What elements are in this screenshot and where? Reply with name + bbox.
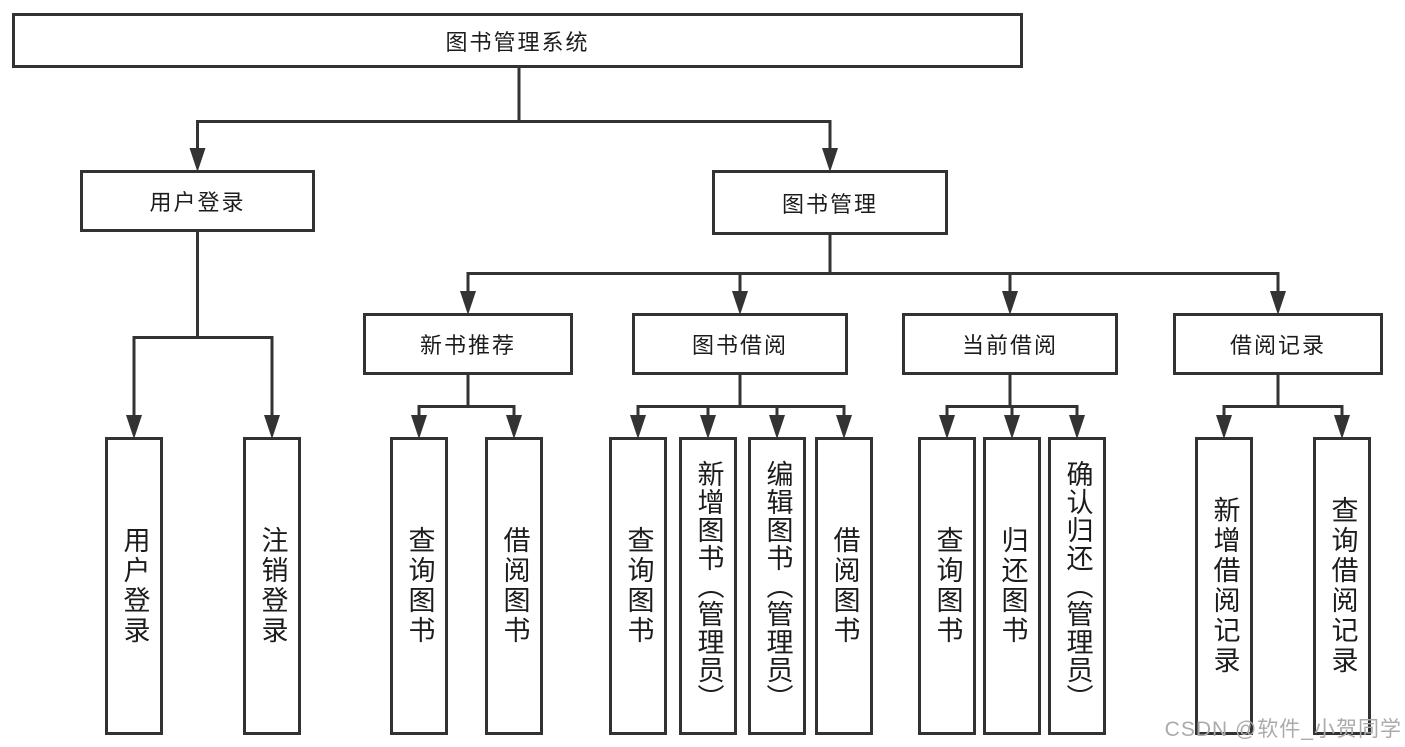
leaf-return-books: 归还图书 — [983, 437, 1041, 735]
leaf-add-books-admin: 新增图书（管理员） — [679, 437, 737, 735]
node-library-management-system: 图书管理系统 — [12, 13, 1023, 68]
leaf-label: 查询图书 — [932, 526, 963, 646]
leaf-user-login: 用户登录 — [105, 437, 163, 735]
node-user-login: 用户登录 — [80, 170, 315, 232]
leaf-label: 归还图书 — [997, 526, 1028, 646]
node-label: 用户登录 — [149, 190, 246, 215]
leaf-borrow-books-borrowing: 借阅图书 — [815, 437, 873, 735]
watermark: CSDN @软件_小贺同学 — [1164, 718, 1402, 741]
leaf-add-borrow-record: 新增借阅记录 — [1195, 437, 1253, 735]
leaf-label: 借阅图书 — [829, 526, 860, 646]
leaf-confirm-return-admin: 确认归还（管理员） — [1048, 437, 1106, 735]
leaf-label: 注销登录 — [257, 526, 288, 646]
node-book-borrowing: 图书借阅 — [632, 313, 848, 375]
node-current-borrowing: 当前借阅 — [902, 313, 1118, 375]
leaf-label: 查询借阅记录 — [1327, 496, 1358, 676]
leaf-label: 查询图书 — [404, 526, 435, 646]
leaf-query-borrow-record: 查询借阅记录 — [1313, 437, 1371, 735]
node-new-book-recommendation: 新书推荐 — [363, 313, 573, 375]
leaf-label: 新增借阅记录 — [1209, 496, 1240, 676]
leaf-query-books-current: 查询图书 — [918, 437, 976, 735]
node-label: 新书推荐 — [419, 333, 516, 358]
leaf-label: 确认归还（管理员） — [1062, 460, 1093, 712]
leaf-borrow-books-recommend: 借阅图书 — [485, 437, 543, 735]
leaf-label: 查询图书 — [623, 526, 654, 646]
node-borrowing-records: 借阅记录 — [1173, 313, 1383, 375]
leaf-label: 借阅图书 — [499, 526, 530, 646]
leaf-edit-books-admin: 编辑图书（管理员） — [748, 437, 806, 735]
leaf-label: 编辑图书（管理员） — [762, 460, 793, 712]
node-label: 图书管理 — [781, 191, 878, 217]
node-label: 借阅记录 — [1229, 333, 1326, 358]
node-label: 图书管理系统 — [445, 29, 590, 55]
node-book-management: 图书管理 — [712, 170, 948, 235]
leaf-label: 用户登录 — [119, 526, 150, 646]
leaf-query-books-borrowing: 查询图书 — [609, 437, 667, 735]
leaf-logout: 注销登录 — [243, 437, 301, 735]
node-label: 图书借阅 — [691, 333, 788, 358]
node-label: 当前借阅 — [961, 333, 1058, 358]
leaf-label: 新增图书（管理员） — [693, 460, 724, 712]
leaf-query-books-recommend: 查询图书 — [390, 437, 448, 735]
